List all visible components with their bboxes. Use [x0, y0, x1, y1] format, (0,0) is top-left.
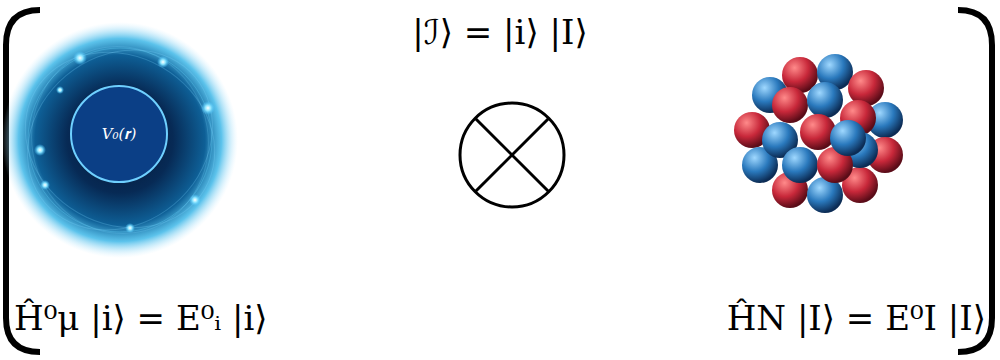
electron-cloud [0, 13, 249, 268]
potential-circle: V₀(𝐫) [70, 85, 168, 183]
eigen-equation: ĤN |I⟩ = E⁰I |I⟩ [727, 298, 986, 339]
eigen-equation: Ĥ⁰μ |i⟩ = E⁰ᵢ |i⟩ [14, 298, 268, 339]
potential-label: V₀(𝐫) [102, 125, 137, 143]
tensor-product-symbol [460, 103, 564, 207]
nucleus [734, 54, 903, 213]
state-equation: |ℐ⟩ = |i⟩ |I⟩ [412, 12, 587, 53]
